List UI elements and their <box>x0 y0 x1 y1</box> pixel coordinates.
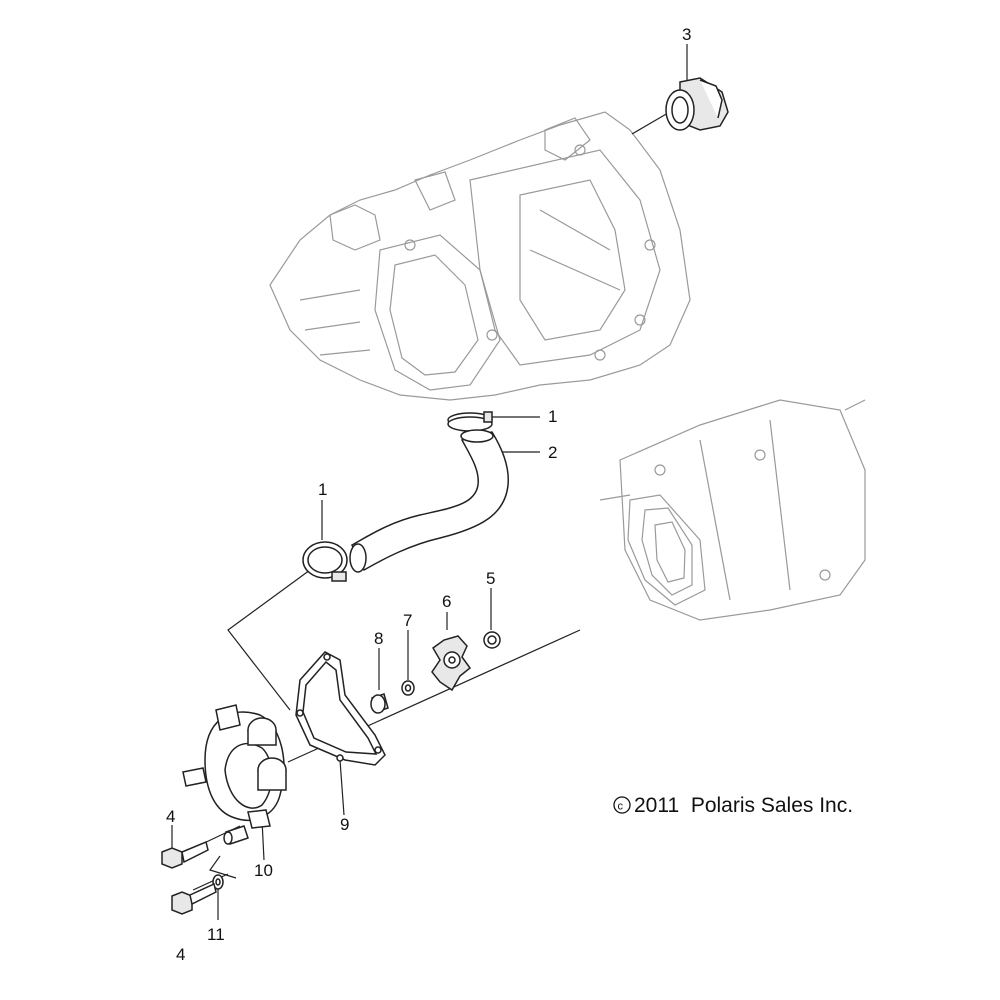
callout-8: 8 <box>374 629 383 648</box>
dowel-sleeve-part-10 <box>223 825 249 845</box>
hose-clamp-left-part-1 <box>302 541 348 582</box>
cylinder-head-ghost <box>269 111 691 401</box>
callout-2: 2 <box>548 443 557 462</box>
thermostat-fitting-part-3 <box>665 77 729 131</box>
crankcase-ghost <box>599 399 866 621</box>
callout-9: 9 <box>340 815 349 834</box>
callout-10: 10 <box>254 861 273 880</box>
callout-7: 7 <box>403 611 412 630</box>
copyright-notice: c 2011 Polaris Sales Inc. <box>613 794 853 817</box>
callout-4-top: 4 <box>166 807 175 826</box>
callout-1-left: 1 <box>318 480 327 499</box>
leader-10-bolt <box>209 855 237 879</box>
callout-5: 5 <box>486 569 495 588</box>
callout-3: 3 <box>682 25 691 44</box>
gasket-part-9 <box>295 651 386 766</box>
coolant-hose-part-2 <box>349 429 509 573</box>
leader-3-axis <box>631 112 669 135</box>
copyright-text: 2011 Polaris Sales Inc. <box>634 794 853 817</box>
leader-1-hose-clamp <box>227 569 311 711</box>
washer-part-7 <box>401 680 415 696</box>
leader-9 <box>339 759 345 816</box>
callout-1-top: 1 <box>548 407 557 426</box>
impeller-part-6 <box>431 635 472 692</box>
callouts: 3 1 2 1 5 6 7 8 9 4 10 11 4 <box>166 25 691 964</box>
bolt-top-part-4 <box>161 840 209 869</box>
shaft-seal-part-8 <box>370 693 389 714</box>
callout-6: 6 <box>442 592 451 611</box>
callout-4-bottom: 4 <box>176 945 185 964</box>
washer-part-11 <box>212 874 224 890</box>
water-pump-cover <box>182 704 287 829</box>
hose-clamp-top-part-1 <box>447 411 493 432</box>
copyright-symbol: c <box>618 801 624 813</box>
bolt-bottom-part-4 <box>171 882 217 915</box>
copyright-symbol-circle <box>613 796 631 814</box>
nut-part-5 <box>483 631 501 649</box>
callout-11: 11 <box>207 925 225 944</box>
